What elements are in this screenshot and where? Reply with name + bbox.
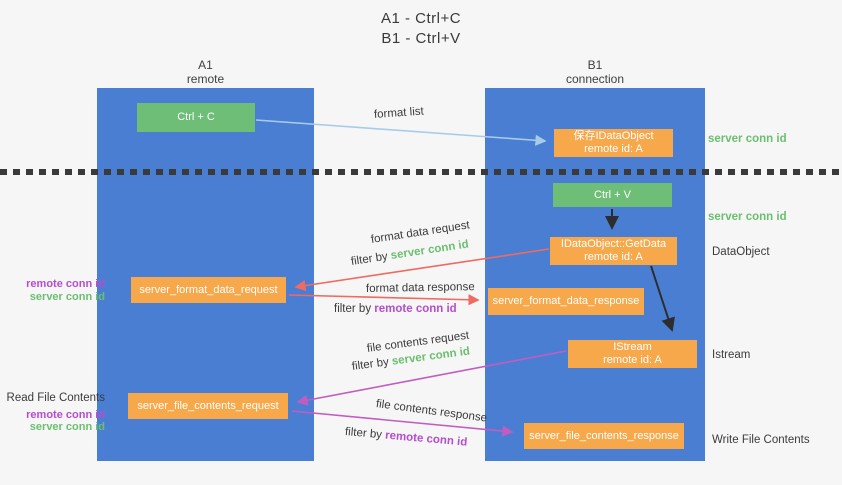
node-ctrl-c: Ctrl + C bbox=[137, 103, 255, 132]
label-remote-conn-id: remote conn id bbox=[26, 408, 105, 421]
node-fmt-req-label: server_format_data_request bbox=[139, 283, 278, 296]
node-idataobject-getdata: IDataObject::GetData remote id: A bbox=[550, 237, 677, 265]
node-getdata-line1: IDataObject::GetData bbox=[560, 238, 667, 250]
node-ctrl-c-label: Ctrl + C bbox=[177, 111, 215, 123]
label-remote-conn-id: remote conn id bbox=[26, 278, 105, 290]
title-line-2: B1 - Ctrl+V bbox=[381, 30, 461, 47]
node-fmt-resp-label: server_format_data_response bbox=[492, 295, 640, 307]
node-server-file-contents-request: server_file_contents_request bbox=[128, 393, 288, 419]
label-server-conn-id-top: server conn id bbox=[708, 133, 787, 145]
lane-a-name: A1 bbox=[198, 58, 213, 72]
label-group-file-conn-ids: Read File Contents remote conn id server… bbox=[0, 392, 105, 434]
node-istream-line2: remote id: A bbox=[603, 354, 662, 366]
label-filter-by-remote-conn-id: filter by remote conn id bbox=[334, 303, 457, 315]
filter-by-text: filter by bbox=[334, 303, 372, 315]
node-istream-line1: IStream bbox=[613, 341, 652, 353]
node-getdata-line2: remote id: A bbox=[584, 251, 643, 263]
label-server-conn-id: server conn id bbox=[29, 421, 105, 433]
arrow-format-list bbox=[255, 119, 547, 146]
arrow-format-data-request bbox=[294, 248, 550, 292]
title-line-1: A1 - Ctrl+C bbox=[380, 10, 462, 27]
label-dataobject: DataObject bbox=[712, 246, 770, 258]
arrow-file-contents-request bbox=[296, 350, 567, 406]
label-istream: Istream bbox=[712, 349, 751, 361]
node-file-resp-label: server_file_contents_response bbox=[529, 429, 679, 442]
label-server-conn-id-mid: server conn id bbox=[708, 211, 787, 223]
node-ctrl-v: Ctrl + V bbox=[553, 183, 672, 207]
node-server-format-data-response: server_format_data_response bbox=[488, 288, 644, 315]
arrow-getdata-to-istream bbox=[650, 265, 675, 332]
diagram-title: A1 - Ctrl+C B1 - Ctrl+V bbox=[0, 9, 842, 49]
lane-a-subtitle: remote bbox=[186, 72, 225, 86]
node-istream: IStream remote id: A bbox=[568, 340, 697, 368]
node-ctrl-v-label: Ctrl + V bbox=[594, 188, 631, 201]
label-read-file-contents: Read File Contents bbox=[6, 392, 105, 404]
label-format-data-response: format data response bbox=[365, 281, 475, 295]
label-write-file-contents: Write File Contents bbox=[712, 434, 810, 446]
session-divider-dotted-line bbox=[0, 169, 842, 175]
arrow-format-data-response bbox=[288, 294, 480, 306]
lane-b-name: B1 bbox=[587, 58, 603, 72]
node-file-req-label: server_file_contents_request bbox=[137, 399, 279, 412]
node-server-format-data-request: server_format_data_request bbox=[131, 277, 286, 303]
node-save-line2: remote id: A bbox=[584, 143, 643, 155]
lane-a-header: A1 remote bbox=[97, 58, 314, 86]
node-save-line1: 保存IDataObject bbox=[573, 130, 654, 142]
lane-b-header: B1 connection bbox=[485, 58, 705, 86]
label-group-format-conn-ids: remote conn id server conn id bbox=[0, 278, 105, 303]
node-save-idataobject: 保存IDataObject remote id: A bbox=[554, 129, 673, 157]
lane-b-subtitle: connection bbox=[565, 72, 625, 86]
arrow-file-contents-response bbox=[291, 410, 514, 437]
label-server-conn-id: server conn id bbox=[29, 290, 105, 303]
node-server-file-contents-response: server_file_contents_response bbox=[524, 423, 684, 449]
remote-conn-id-text: remote conn id bbox=[374, 303, 457, 315]
